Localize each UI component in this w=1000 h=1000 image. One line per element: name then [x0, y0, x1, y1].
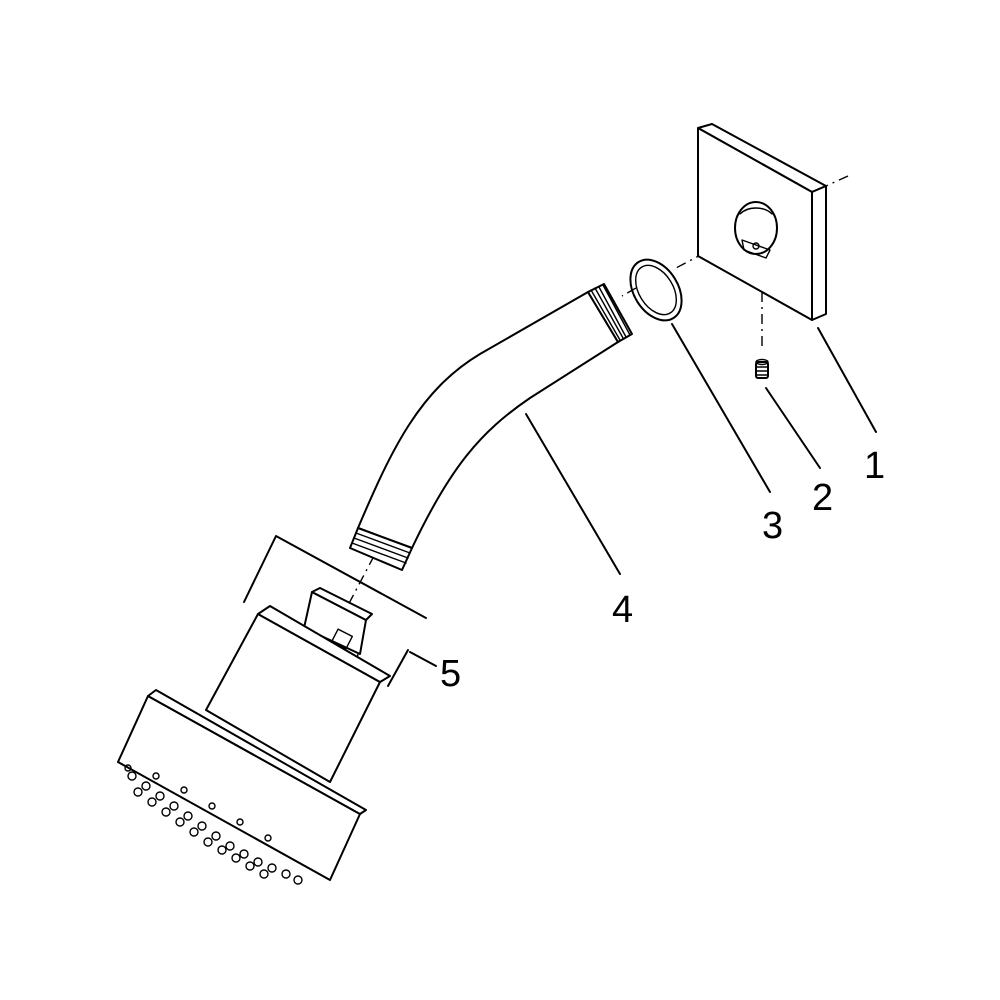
- wall-flange-part-1: [697, 123, 827, 321]
- set-screw-part-2: [755, 358, 769, 379]
- callout-3: 3: [762, 505, 783, 547]
- shower-arm-part-4: [349, 283, 633, 571]
- callout-4: 4: [612, 589, 633, 631]
- shower-head-body: [117, 605, 391, 885]
- spray-nozzles: [124, 764, 303, 885]
- callout-1: 1: [864, 445, 885, 487]
- o-ring-part-3: [629, 258, 683, 322]
- callout-2: 2: [812, 477, 833, 519]
- callout-5: 5: [440, 653, 461, 695]
- adapter-part-5: [243, 535, 427, 687]
- leader-lines: [409, 323, 877, 667]
